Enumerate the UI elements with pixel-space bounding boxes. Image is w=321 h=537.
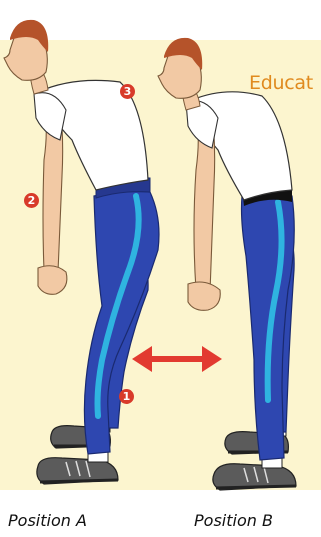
hand-a [38, 266, 67, 295]
marker-2: 2 [24, 193, 39, 208]
caption-position-b: Position B [194, 511, 273, 530]
marker-1: 1 [119, 389, 134, 404]
hand-b [188, 282, 220, 310]
brand-text: Educat [249, 72, 313, 94]
caption-position-a: Position A [8, 511, 87, 530]
marker-3: 3 [120, 84, 135, 99]
